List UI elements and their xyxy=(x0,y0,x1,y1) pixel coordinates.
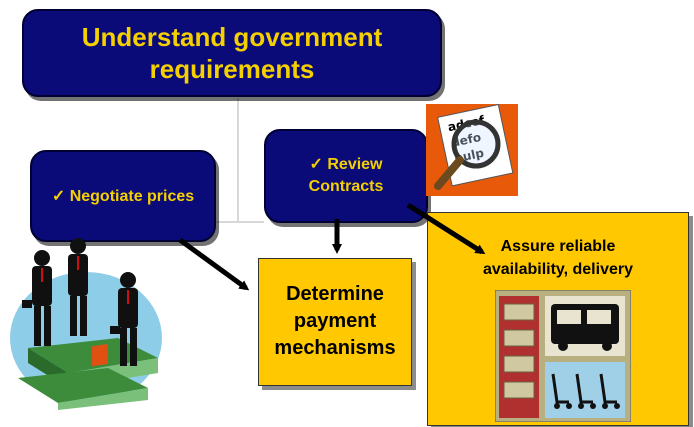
check-mark-icon: ✓ xyxy=(309,156,323,174)
businessmen-on-money-icon xyxy=(10,238,162,410)
connector-top-vertical xyxy=(237,98,239,222)
review-contracts-label-line1: Review xyxy=(327,156,383,174)
connector-horizontal xyxy=(212,221,264,223)
negotiate-prices-label: Negotiate prices xyxy=(69,188,195,205)
understand-requirements-box: Understand government requirements xyxy=(22,9,442,97)
review-contracts-box: ✓ Review Contracts xyxy=(264,129,428,223)
determine-payment-label: Determine payment mechanisms xyxy=(274,283,396,359)
determine-payment-box: Determine payment mechanisms xyxy=(258,258,412,386)
understand-requirements-label: Understand government requirements xyxy=(81,21,383,85)
truck-warehouse-icon xyxy=(495,290,631,422)
assure-availability-label: Assure reliable availability, delivery xyxy=(482,238,633,279)
negotiate-prices-box: ✓ Negotiate prices xyxy=(30,150,216,242)
check-mark-icon: ✓ xyxy=(51,188,66,205)
arrow-review-to-assure xyxy=(406,202,486,255)
arrow-negotiate-to-determine xyxy=(178,237,250,291)
review-contracts-label-line2: Contracts xyxy=(308,178,384,195)
magnifying-glass-document-icon: adcef defo hulp xyxy=(426,104,518,196)
